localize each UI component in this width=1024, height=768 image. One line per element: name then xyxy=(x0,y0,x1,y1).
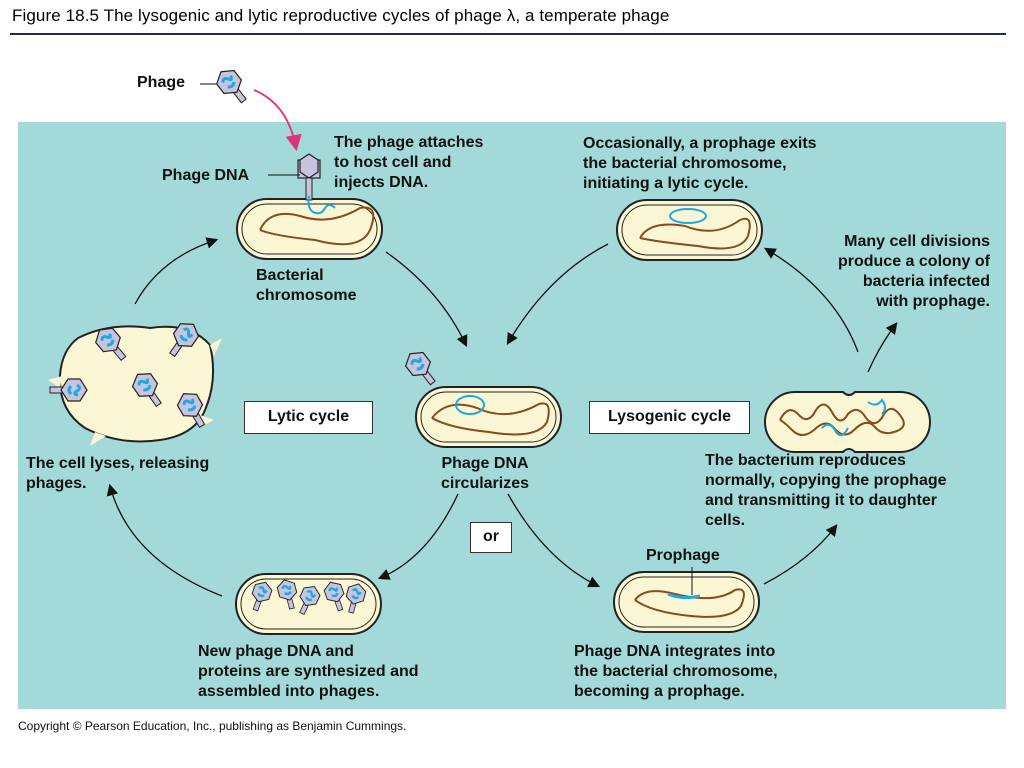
lytic-cycle-label: Lytic cycle xyxy=(244,401,373,434)
reproduces-caption: The bacterium reproduces normally, copyi… xyxy=(705,452,947,529)
cell-lysing xyxy=(48,316,222,446)
lysogenic-cycle-label: Lysogenic cycle xyxy=(589,401,750,434)
phage-dna-label: Phage DNA xyxy=(162,167,250,184)
circularizes-caption: Phage DNA circularizes xyxy=(440,455,530,492)
exit-caption: Occasionally, a prophage exits the bacte… xyxy=(583,135,817,192)
cell-dividing xyxy=(764,391,931,453)
synthesized-caption: New phage DNA and proteins are synthesiz… xyxy=(198,643,419,700)
free-phage xyxy=(200,63,254,110)
figure-title: Figure 18.5 The lysogenic and lytic repr… xyxy=(12,6,670,25)
title-divider xyxy=(10,33,1006,35)
divisions-caption: Many cell divisions produce a colony of … xyxy=(837,233,990,310)
cell-circularized xyxy=(399,345,562,448)
bacterial-chromosome-label: Bacterial chromosome xyxy=(256,267,357,304)
cycle-arrows xyxy=(106,237,898,597)
cell-prophage xyxy=(613,567,760,633)
cell-infected xyxy=(236,153,383,260)
cell-exit xyxy=(616,199,763,261)
cell-synthesizing xyxy=(235,573,382,635)
copyright-notice: Copyright © Pearson Education, Inc., pub… xyxy=(18,719,407,733)
prophage-label: Prophage xyxy=(646,547,720,564)
attach-arrow xyxy=(253,89,302,152)
lyses-caption: The cell lyses, releasing phages. xyxy=(26,455,210,492)
attach-caption: The phage attaches to host cell and inje… xyxy=(334,134,484,191)
integrates-caption: Phage DNA integrates into the bacterial … xyxy=(574,643,778,700)
phage-label: Phage xyxy=(137,74,186,91)
or-label: or xyxy=(470,522,512,553)
